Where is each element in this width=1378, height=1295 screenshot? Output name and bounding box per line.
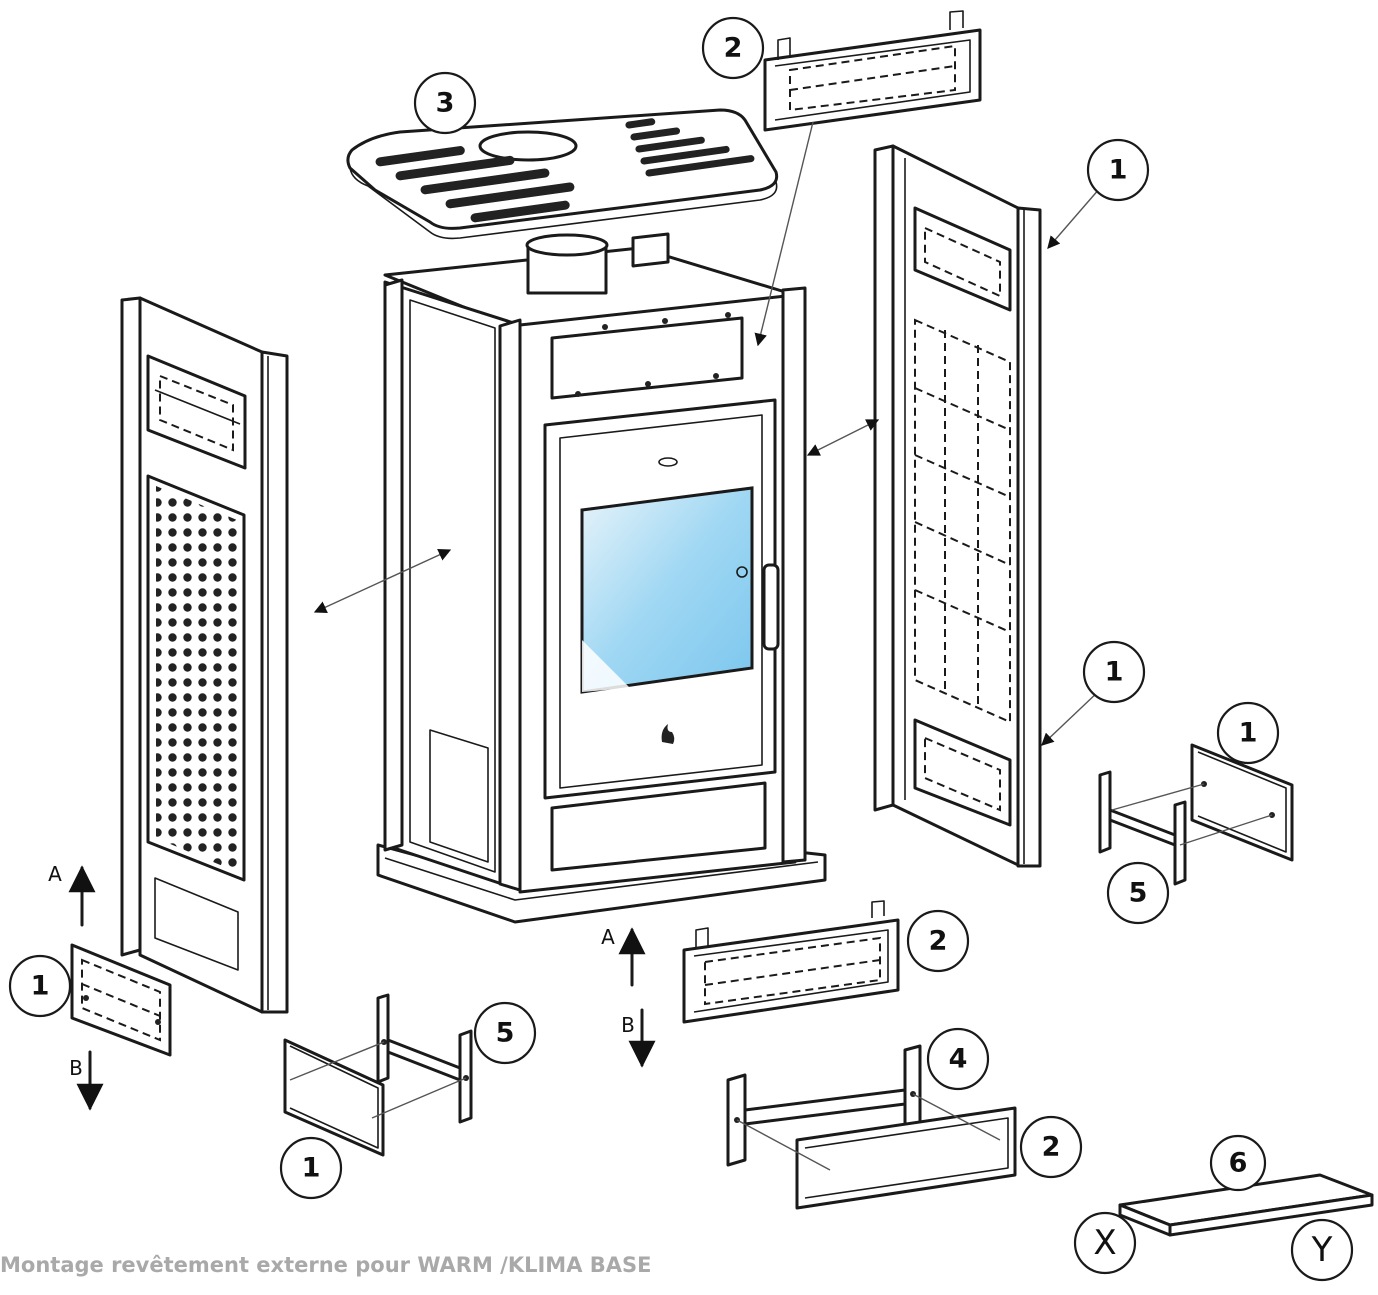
callout-right-lower: 1 [1082, 640, 1146, 704]
slab-end-x: X [1073, 1211, 1137, 1275]
bottom-left-bracket [376, 993, 473, 1124]
callout-bottom-bracket-number: 4 [949, 1044, 968, 1075]
assembly-guides [68, 121, 1273, 1171]
callout-top-panel-number: 2 [724, 33, 743, 64]
callout-left-small: 1 [8, 954, 72, 1018]
callout-lid: 3 [413, 71, 477, 135]
flame-icon [661, 724, 675, 744]
bottom-front-panel [795, 1106, 1017, 1210]
callout-center-panel: 2 [906, 909, 970, 973]
right-small-panel [1190, 743, 1294, 862]
callout-right-small: 1 [1216, 701, 1280, 765]
callout-left-small-number: 1 [31, 971, 50, 1002]
callout-left-bracket: 5 [473, 1001, 537, 1065]
callout-bottom-left: 1 [279, 1136, 343, 1200]
top-slab [1118, 1173, 1374, 1237]
right-bracket [1098, 770, 1187, 886]
callout-slab-number: 6 [1229, 1148, 1248, 1179]
slab-end-y-label: Y [1311, 1230, 1333, 1270]
callout-right-lower-number: 1 [1105, 657, 1124, 688]
callout-right-upper-number: 1 [1109, 155, 1128, 186]
right-side-panel [873, 144, 1042, 868]
callout-slab: 6 [1209, 1134, 1267, 1192]
callout-bottom-panel-number: 2 [1042, 1132, 1061, 1163]
direction-a-center: A [601, 925, 615, 949]
callout-right-bracket-number: 5 [1129, 878, 1148, 909]
diagram-caption: Montage revêtement externe pour WARM /KL… [0, 1253, 652, 1277]
direction-b-center: B [621, 1013, 635, 1037]
callout-bottom-panel: 2 [1019, 1115, 1083, 1179]
left-side-panel [120, 296, 289, 1014]
slab-end-y: Y [1290, 1218, 1354, 1282]
bottom-bracket [726, 1044, 922, 1167]
callout-right-upper: 1 [1086, 138, 1150, 202]
callout-bottom-bracket: 4 [926, 1027, 990, 1091]
top-front-panel [763, 10, 982, 132]
callout-top-panel: 2 [701, 16, 765, 80]
callout-lid-number: 3 [436, 88, 455, 119]
slab-end-x-label: X [1093, 1223, 1116, 1263]
top-lid [346, 108, 779, 240]
bottom-left-panel [283, 1038, 385, 1157]
callout-bottom-left-number: 1 [302, 1153, 321, 1184]
direction-a-left: A [48, 862, 62, 886]
stove-body [376, 232, 827, 924]
callout-center-panel-number: 2 [929, 926, 948, 957]
direction-b-left: B [69, 1056, 83, 1080]
left-small-panel [70, 943, 172, 1057]
callout-right-bracket: 5 [1106, 861, 1170, 925]
center-front-panel [682, 900, 900, 1024]
callout-right-small-number: 1 [1239, 718, 1258, 749]
callout-left-bracket-number: 5 [496, 1018, 515, 1049]
